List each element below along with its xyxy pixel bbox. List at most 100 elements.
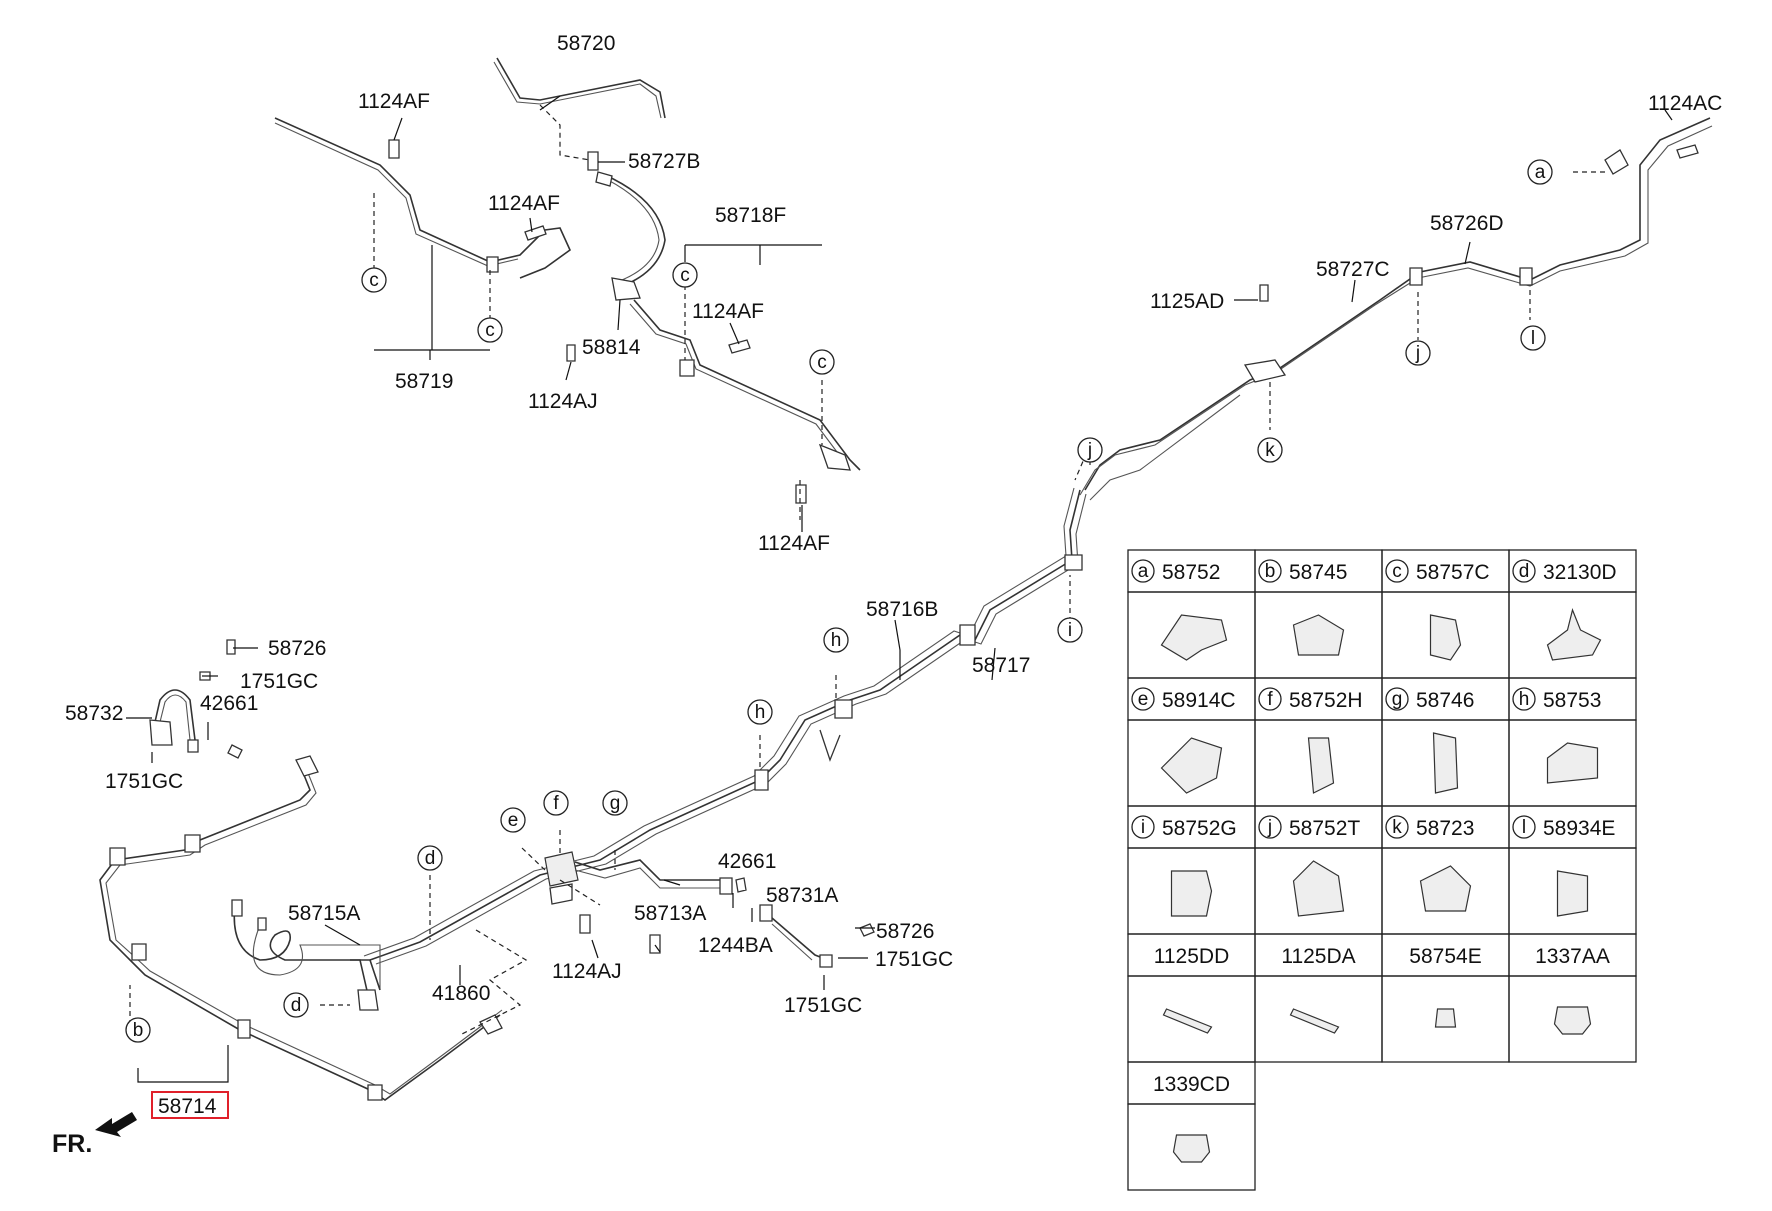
- part-1124AC-label: 1124AC: [1648, 92, 1722, 115]
- svg-text:i: i: [1068, 620, 1072, 641]
- part-58732-label: 58732: [65, 702, 123, 725]
- legend-part-number: 58754E: [1409, 945, 1481, 968]
- callout-h: h: [747, 699, 773, 725]
- svg-text:h: h: [755, 702, 766, 723]
- part-41860-label: 41860: [432, 982, 490, 1005]
- callout-g: g: [602, 790, 628, 816]
- part-58714-label[interactable]: 58714: [158, 1095, 217, 1118]
- svg-text:d: d: [425, 848, 436, 869]
- svg-text:k: k: [1265, 440, 1275, 461]
- part-58717-label: 58717: [972, 654, 1030, 677]
- callout-e: e: [500, 807, 526, 833]
- part-58719-label: 58719: [395, 370, 453, 393]
- part-58723-icon: [1419, 865, 1472, 912]
- callout-b: b: [125, 1017, 151, 1043]
- part-58718F-label: 58718F: [715, 204, 786, 227]
- part-58914C-icon: [1160, 737, 1223, 794]
- callout-d: d: [283, 992, 309, 1018]
- legend-part-number: 1339CD: [1153, 1073, 1230, 1096]
- part-58752-icon: [1160, 614, 1228, 661]
- front-label: FR.: [52, 1130, 92, 1158]
- part-58715A-label: 58715A: [288, 902, 360, 925]
- part-labels: 58720 58727B 1124AF 1124AF 1124AF 1124AF…: [65, 32, 1722, 1119]
- legend-part-number: 58723: [1416, 817, 1474, 840]
- part-58713A-label: 58713A: [634, 902, 706, 925]
- legend-cell-58754E: 58754E: [1381, 933, 1510, 1063]
- legend-part-number: 58752G: [1162, 817, 1237, 840]
- legend-cell-1337AA: 1337AA: [1508, 933, 1637, 1063]
- part-1751GC-label: 1751GC: [784, 994, 862, 1017]
- callout-c: c: [809, 349, 835, 375]
- part-1124AF-label: 1124AF: [692, 300, 764, 323]
- legend-part-number: 58752: [1162, 561, 1220, 584]
- callout-j: j: [1077, 437, 1103, 463]
- svg-text:c: c: [485, 320, 495, 341]
- part-1337AA-icon: [1553, 1006, 1592, 1035]
- callout-d: d: [417, 845, 443, 871]
- legend-key-e: e: [1138, 689, 1149, 710]
- part-1125AD-label: 1125AD: [1150, 290, 1224, 313]
- part-1751GC-label: 1751GC: [875, 948, 953, 971]
- svg-text:b: b: [133, 1020, 144, 1041]
- legend-part-number: 1125DA: [1281, 945, 1355, 968]
- part-1124AF-label: 1124AF: [758, 532, 830, 555]
- callout-circles: c c c c a j l k j i h h f g e d d b: [125, 159, 1553, 1043]
- part-1339CD-icon: [1172, 1134, 1211, 1163]
- legend-key-d: d: [1519, 561, 1530, 582]
- part-1124AJ-label: 1124AJ: [552, 960, 622, 983]
- front-direction-indicator: FR.: [52, 1112, 137, 1158]
- legend-key-f: f: [1267, 689, 1273, 710]
- legend-cell-58752G: i 58752G: [1127, 805, 1256, 935]
- legend-key-c: c: [1392, 561, 1402, 582]
- legend-cell-1125DA: 1125DA: [1254, 933, 1383, 1063]
- part-1125DA-icon: [1289, 1008, 1340, 1034]
- svg-text:l: l: [1531, 328, 1535, 349]
- part-58814-label: 58814: [582, 336, 641, 359]
- legend-key-b: b: [1265, 561, 1276, 582]
- part-58727C-label: 58727C: [1316, 258, 1390, 281]
- part-58745-icon: [1292, 614, 1345, 656]
- legend-part-number: 58746: [1416, 689, 1474, 712]
- part-58752G-icon: [1170, 870, 1213, 917]
- svg-text:e: e: [508, 810, 519, 831]
- part-58726-label: 58726: [268, 637, 326, 660]
- upper-left-assembly: [274, 57, 861, 532]
- lower-left-assembly: [99, 639, 875, 1101]
- svg-text:d: d: [291, 995, 302, 1016]
- svg-text:f: f: [553, 793, 559, 814]
- part-58753-icon: [1546, 742, 1599, 784]
- part-58726-label: 58726: [876, 920, 934, 943]
- legend-key-i: i: [1141, 817, 1145, 838]
- legend-cell-1125DD: 1125DD: [1127, 933, 1256, 1063]
- part-32130D-icon: [1546, 608, 1602, 661]
- callout-h: h: [823, 627, 849, 653]
- legend-part-number: 1125DD: [1154, 945, 1230, 968]
- svg-text:j: j: [1415, 343, 1420, 364]
- part-1751GC-label: 1751GC: [105, 770, 183, 793]
- legend-key-g: g: [1392, 689, 1403, 710]
- legend-part-number: 58745: [1289, 561, 1347, 584]
- callout-c: c: [477, 317, 503, 343]
- part-42661-label: 42661: [718, 850, 776, 873]
- part-58716B-label: 58716B: [866, 598, 938, 621]
- svg-text:g: g: [610, 793, 621, 814]
- callout-a: a: [1527, 159, 1553, 185]
- part-58720-label: 58720: [557, 32, 615, 55]
- part-58934E-icon: [1556, 870, 1589, 917]
- callout-c: c: [672, 262, 698, 288]
- part-1124AF-label: 1124AF: [358, 90, 430, 113]
- legend-key-j: j: [1267, 817, 1272, 838]
- callout-k: k: [1257, 437, 1283, 463]
- part-1125DD-icon: [1162, 1008, 1213, 1034]
- svg-text:h: h: [831, 630, 842, 651]
- legend-part-number: 58753: [1543, 689, 1601, 712]
- callout-i: i: [1057, 617, 1083, 643]
- part-58726D-label: 58726D: [1430, 212, 1504, 235]
- highlighted-part-box: [151, 1091, 229, 1119]
